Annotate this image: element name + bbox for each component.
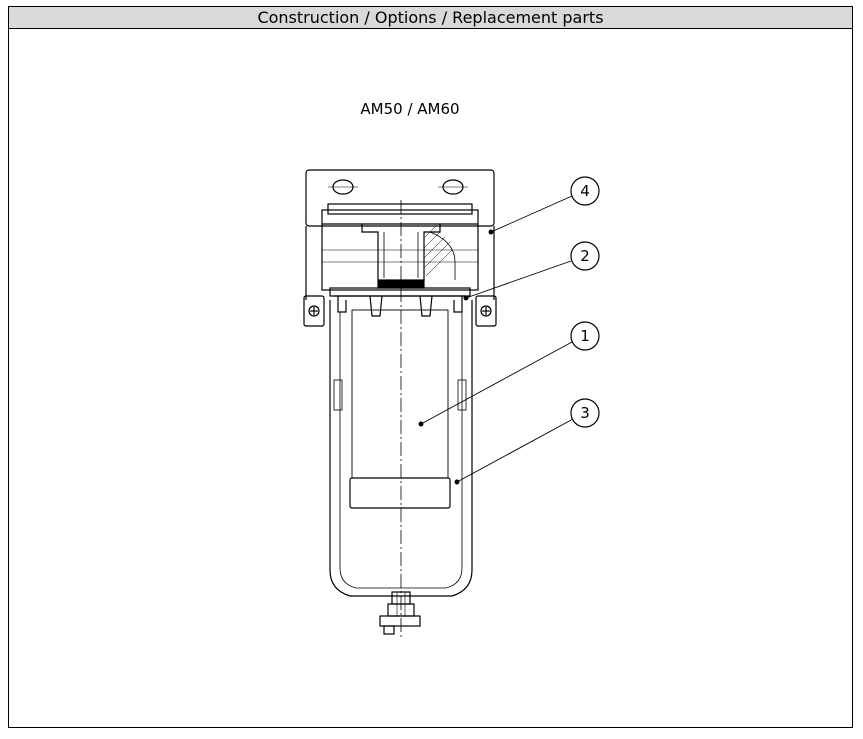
model-label: AM50 / AM60: [360, 100, 460, 118]
filter-element: [349, 309, 451, 509]
filter-body: [321, 203, 479, 317]
callout-3: 3: [570, 398, 600, 428]
leader-lines: [418, 195, 574, 485]
callout-number: 1: [580, 327, 590, 345]
mounting-bracket: [303, 169, 497, 327]
filter-bowl: [329, 300, 473, 597]
callout-number: 4: [580, 182, 590, 200]
callout-number: 2: [580, 247, 590, 265]
section-header: Construction / Options / Replacement par…: [9, 7, 852, 29]
callout-4: 4: [570, 176, 600, 206]
callout-number: 3: [580, 404, 590, 422]
callout-1: 1: [570, 321, 600, 351]
drawing-frame: Construction / Options / Replacement par…: [8, 6, 853, 728]
drain-valve: [379, 591, 421, 635]
callout-2: 2: [570, 241, 600, 271]
